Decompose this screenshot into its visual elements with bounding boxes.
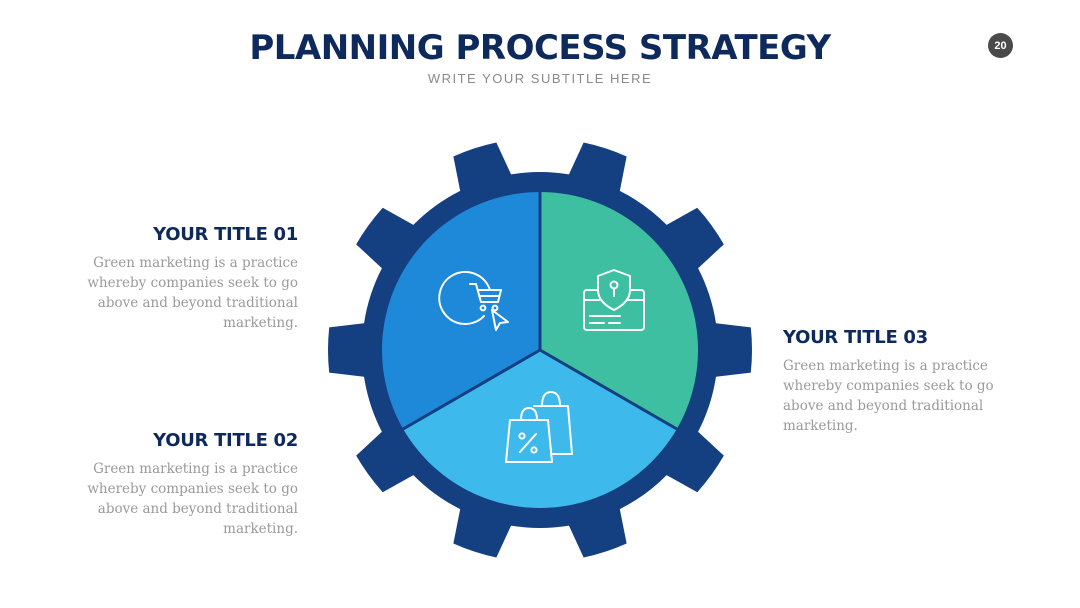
page-number-badge: 20 bbox=[988, 33, 1013, 58]
block-text-03: Green marketing is a practice whereby co… bbox=[783, 358, 994, 434]
block-title-02: YOUR TITLE 02 bbox=[153, 430, 298, 451]
gear-diagram bbox=[328, 142, 752, 558]
shopping-cart-icon bbox=[438, 271, 509, 331]
block-text-02: Green marketing is a practice whereby co… bbox=[87, 461, 298, 537]
segment-03 bbox=[540, 192, 698, 429]
block-text-01: Green marketing is a practice whereby co… bbox=[87, 255, 298, 331]
shopping-bags-icon bbox=[505, 391, 573, 463]
page-subtitle: WRITE YOUR SUBTITLE HERE bbox=[427, 71, 653, 86]
block-title-01: YOUR TITLE 01 bbox=[153, 224, 298, 245]
gear-segments bbox=[382, 192, 698, 508]
text-block-01: YOUR TITLE 01 Green marketing is a pract… bbox=[68, 224, 298, 333]
text-block-03: YOUR TITLE 03 Green marketing is a pract… bbox=[783, 327, 1013, 436]
secure-card-icon bbox=[583, 269, 645, 331]
segment-01 bbox=[382, 192, 540, 429]
block-title-03: YOUR TITLE 03 bbox=[783, 327, 928, 348]
segment-divider bbox=[539, 348, 678, 431]
text-block-02: YOUR TITLE 02 Green marketing is a pract… bbox=[68, 430, 298, 539]
page-title: PLANNING PROCESS STRATEGY bbox=[249, 28, 831, 68]
segment-divider bbox=[402, 348, 541, 431]
